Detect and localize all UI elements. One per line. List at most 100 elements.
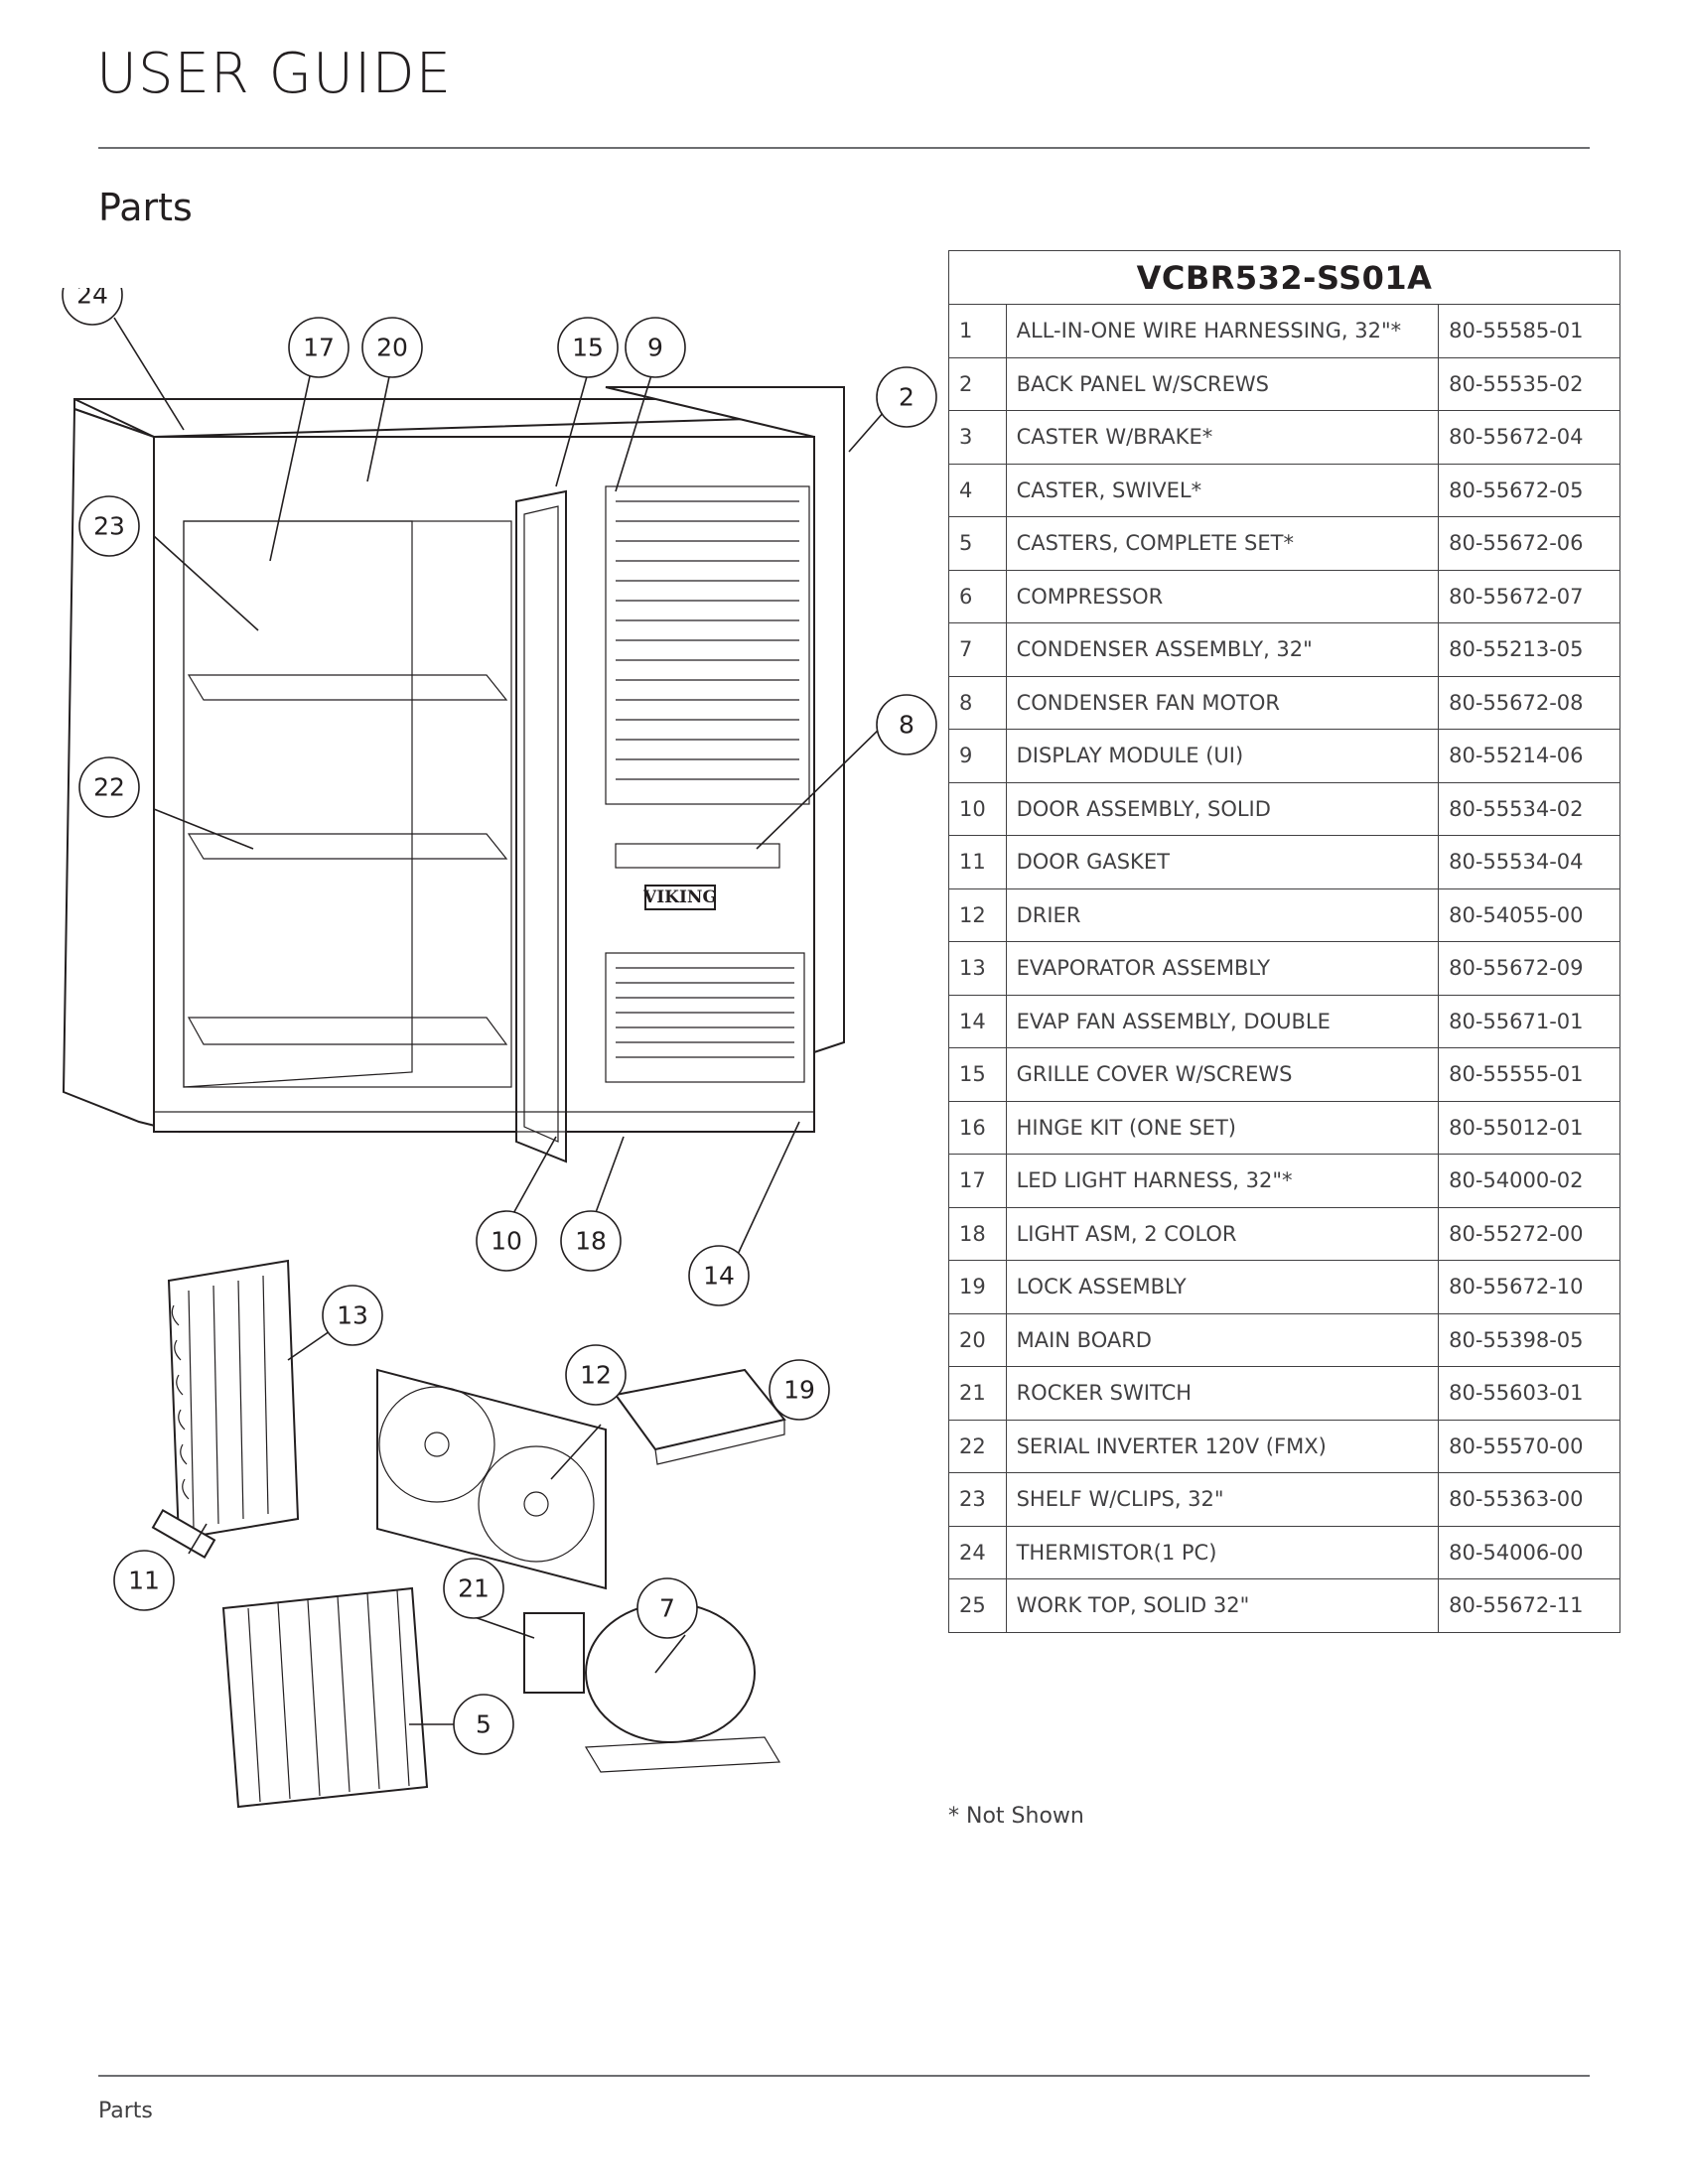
part-description: EVAP FAN ASSEMBLY, DOUBLE: [1005, 994, 1440, 1048]
part-number: 80-54000-02: [1438, 1154, 1620, 1208]
part-number: 80-55585-01: [1438, 304, 1620, 358]
part-number: 80-55672-05: [1438, 463, 1620, 517]
callout-17: 17: [288, 317, 350, 378]
part-description: EVAPORATOR ASSEMBLY: [1005, 941, 1440, 996]
model-number-header: VCBR532-SS01A: [948, 250, 1620, 305]
svg-text:18: 18: [575, 1227, 607, 1256]
part-number: 80-55570-00: [1438, 1419, 1620, 1473]
part-number: 80-54006-00: [1438, 1525, 1620, 1579]
part-description: THERMISTOR(1 PC): [1005, 1525, 1440, 1579]
part-number-index: 25: [948, 1578, 1007, 1633]
svg-text:5: 5: [476, 1710, 492, 1739]
part-description: DOOR ASSEMBLY, SOLID: [1005, 781, 1440, 836]
part-description: LED LIGHT HARNESS, 32"*: [1005, 1154, 1440, 1208]
callout-9: 9: [625, 317, 686, 378]
section-title: Parts: [98, 186, 193, 229]
footer-divider: [98, 2075, 1590, 2077]
svg-text:9: 9: [647, 334, 663, 362]
parts-exploded-diagram: VIKING: [62, 288, 937, 1809]
svg-text:10: 10: [491, 1227, 522, 1256]
part-number-index: 2: [948, 356, 1007, 411]
svg-text:22: 22: [93, 773, 125, 802]
svg-text:14: 14: [703, 1262, 735, 1291]
part-description: DOOR GASKET: [1005, 835, 1440, 889]
part-number: 80-55672-08: [1438, 675, 1620, 730]
evap-fan-assembly-illustration: [376, 1368, 607, 1590]
part-description: GRILLE COVER W/SCREWS: [1005, 1047, 1440, 1102]
part-description: ALL-IN-ONE WIRE HARNESSING, 32"*: [1005, 304, 1440, 358]
part-number: 80-55534-04: [1438, 835, 1620, 889]
part-number: 80-55672-04: [1438, 410, 1620, 465]
svg-text:20: 20: [376, 334, 408, 362]
callout-7: 7: [636, 1577, 698, 1639]
compressor-illustration: [523, 1602, 781, 1773]
svg-text:13: 13: [337, 1301, 368, 1330]
part-number: 80-55534-02: [1438, 781, 1620, 836]
svg-text:7: 7: [659, 1594, 675, 1623]
part-number-index: 19: [948, 1260, 1007, 1314]
part-number: 80-55672-07: [1438, 569, 1620, 623]
callout-24: 24: [62, 288, 123, 326]
callout-15: 15: [557, 317, 619, 378]
part-description: MAIN BOARD: [1005, 1312, 1440, 1367]
page-header-title: USER GUIDE: [96, 42, 453, 106]
part-description: BACK PANEL W/SCREWS: [1005, 356, 1440, 411]
part-number-index: 10: [948, 781, 1007, 836]
brand-badge-text: VIKING: [642, 887, 717, 907]
part-number-index: 5: [948, 516, 1007, 571]
svg-text:19: 19: [783, 1376, 815, 1405]
part-description: CONDENSER FAN MOTOR: [1005, 675, 1440, 730]
part-description: LOCK ASSEMBLY: [1005, 1260, 1440, 1314]
callout-5: 5: [453, 1694, 514, 1755]
svg-text:11: 11: [128, 1567, 160, 1595]
part-description: DRIER: [1005, 887, 1440, 942]
not-shown-note: * Not Shown: [948, 1804, 1084, 1829]
cabinet-illustration: VIKING: [62, 386, 845, 1163]
part-number-index: 18: [948, 1206, 1007, 1261]
svg-text:12: 12: [580, 1361, 612, 1390]
part-number: 80-55672-10: [1438, 1260, 1620, 1314]
part-number-index: 11: [948, 835, 1007, 889]
part-number-index: 14: [948, 994, 1007, 1048]
part-number: 80-55363-00: [1438, 1472, 1620, 1527]
part-description: CASTER W/BRAKE*: [1005, 410, 1440, 465]
part-number-index: 15: [948, 1047, 1007, 1102]
part-number-index: 7: [948, 622, 1007, 677]
part-number: 80-55603-01: [1438, 1366, 1620, 1421]
part-description: LIGHT ASM, 2 COLOR: [1005, 1206, 1440, 1261]
drier-illustration: [151, 1508, 216, 1560]
part-description: ROCKER SWITCH: [1005, 1366, 1440, 1421]
part-number: 80-55672-09: [1438, 941, 1620, 996]
part-number: 80-55535-02: [1438, 356, 1620, 411]
header-divider: [98, 147, 1590, 149]
part-description: HINGE KIT (ONE SET): [1005, 1100, 1440, 1155]
part-number: 80-55012-01: [1438, 1100, 1620, 1155]
part-number: 80-55398-05: [1438, 1312, 1620, 1367]
part-description: SERIAL INVERTER 120V (FMX): [1005, 1419, 1440, 1473]
callout-23: 23: [78, 495, 140, 557]
svg-text:21: 21: [458, 1574, 490, 1603]
part-number-index: 20: [948, 1312, 1007, 1367]
svg-text:24: 24: [76, 288, 108, 310]
callout-19: 19: [769, 1359, 830, 1421]
condenser-illustration: [221, 1586, 429, 1809]
part-number-index: 9: [948, 729, 1007, 783]
part-number-index: 1: [948, 304, 1007, 358]
callout-2: 2: [876, 366, 937, 428]
svg-text:2: 2: [899, 383, 914, 412]
